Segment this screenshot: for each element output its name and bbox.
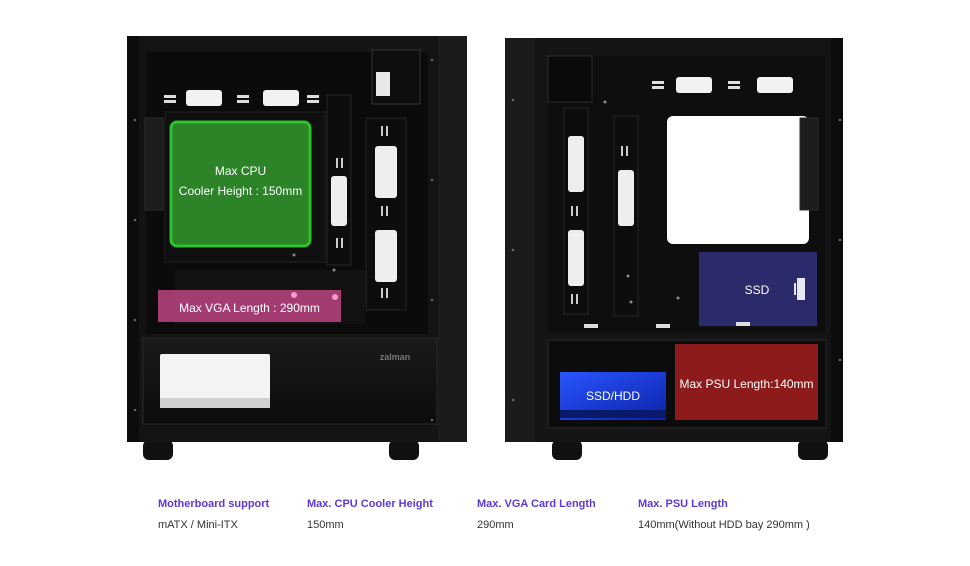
spec-list: Motherboard support mATX / Mini-ITX Max.… <box>0 498 970 538</box>
cpu-cooler-zone <box>169 120 312 248</box>
spec-vga-length: Max. VGA Card Length 290mm <box>477 498 596 531</box>
spec-psu-length: Max. PSU Length 140mm(Without HDD bay 29… <box>638 498 810 531</box>
left-psu-window <box>160 354 270 406</box>
right-cable-hole-1 <box>568 136 584 192</box>
vga-zone-label: Max VGA Length : 290mm <box>179 301 320 315</box>
spec-cpu-cooler: Max. CPU Cooler Height 150mm <box>307 498 433 531</box>
left-front-fan <box>144 117 164 211</box>
right-cable-hole-2 <box>568 230 584 286</box>
spec-value: mATX / Mini-ITX <box>158 519 238 531</box>
spec-label: Max. CPU Cooler Height <box>307 498 433 510</box>
left-cable-hole-3 <box>375 230 397 282</box>
right-case-foot-front <box>552 440 582 460</box>
brand-logo: zalman <box>379 352 411 362</box>
left-rear-io-cutout <box>376 72 390 96</box>
left-case <box>127 36 467 460</box>
spec-label: Max. PSU Length <box>638 498 728 510</box>
left-case-foot-front <box>143 440 173 460</box>
hdd-zone-label: SSD/HDD <box>585 389 640 403</box>
right-case-foot-rear <box>798 440 828 460</box>
left-case-side-panel-edge <box>438 36 467 442</box>
right-front-fan <box>799 117 819 211</box>
cpu-zone-label-line1: Max CPU <box>214 164 267 178</box>
ssd-zone-label: SSD <box>744 283 770 297</box>
right-cable-hole-3 <box>618 170 634 226</box>
spec-label: Max. VGA Card Length <box>477 498 596 510</box>
right-cpu-cutout <box>667 116 809 244</box>
spec-value: 150mm <box>307 519 344 531</box>
right-top-slot-2 <box>757 77 793 93</box>
case-illustrations <box>127 36 843 460</box>
cpu-zone-label: Max CPU Cooler Height : 150mm <box>171 163 310 199</box>
psu-zone-label: Max PSU Length:140mm <box>679 377 814 391</box>
psu-length-zone <box>675 344 818 420</box>
left-cable-hole-1 <box>331 176 347 226</box>
right-top-slot-1 <box>676 77 712 93</box>
spec-value: 290mm <box>477 519 514 531</box>
left-top-slot-1 <box>186 90 222 106</box>
spec-motherboard: Motherboard support mATX / Mini-ITX <box>158 498 269 531</box>
right-case-side-panel-edge <box>505 38 535 442</box>
cpu-zone-label-line2: Cooler Height : 150mm <box>178 184 303 199</box>
vga-length-zone <box>158 290 341 322</box>
left-case-front-edge <box>127 36 139 442</box>
spec-value: 140mm(Without HDD bay 290mm ) <box>638 519 810 531</box>
right-case <box>505 38 843 460</box>
left-case-foot-rear <box>389 440 419 460</box>
left-cable-hole-2 <box>375 146 397 198</box>
spec-label: Motherboard support <box>158 498 270 510</box>
left-top-slot-2 <box>263 90 299 106</box>
